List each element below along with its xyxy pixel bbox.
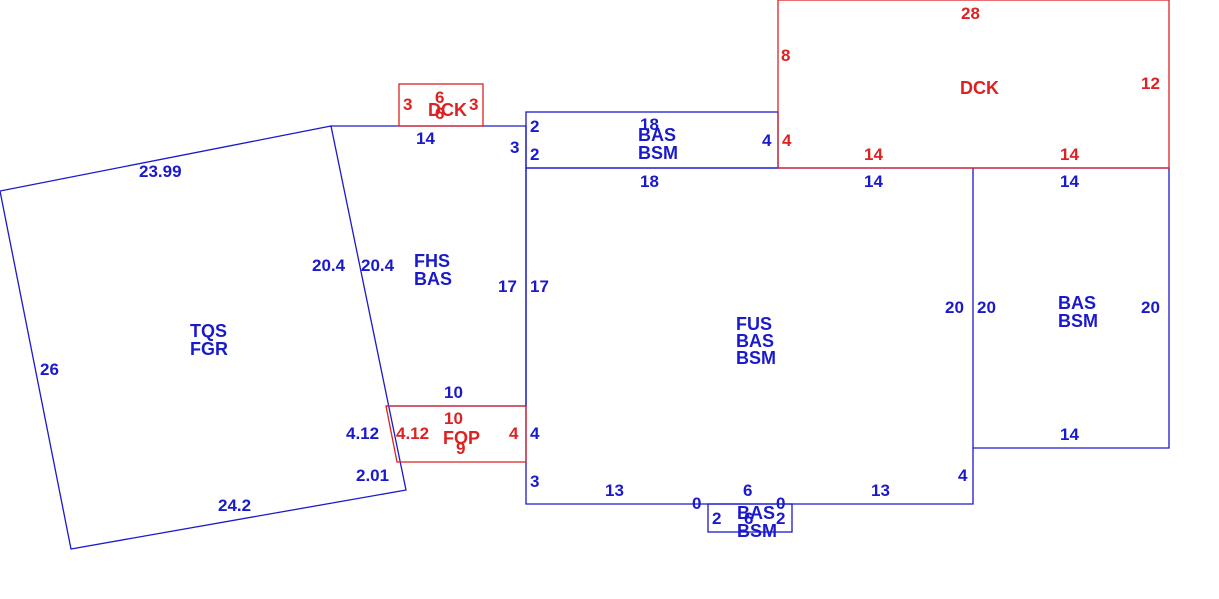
east-wing-dim-left: 20: [977, 298, 996, 317]
deck-large-dim-right: 12: [1141, 74, 1160, 93]
fhs-dim-top: 14: [416, 129, 435, 148]
east-wing-area-code-1: BAS: [1058, 293, 1096, 313]
east-wing-dim-bottom: 14: [1060, 425, 1079, 444]
deck-large-dim-top: 28: [961, 4, 980, 23]
main-dim-top: 18: [640, 172, 659, 191]
deck-large-dim-bottom-left: 14: [864, 145, 883, 164]
deck-small-outline: [398, 83, 484, 127]
bay-area-code-2: BSM: [737, 521, 777, 541]
porch-area-code: FOP: [443, 428, 480, 448]
north-strip-dim-top: 18: [640, 115, 659, 134]
fhs-dim-right: 17: [498, 277, 517, 296]
bay-outline: [707, 503, 793, 533]
deck-large-dim-left-low: 4: [782, 131, 792, 150]
main-dim-left-low-2: 3: [530, 472, 539, 491]
deck-large-dim-bottom-right: 14: [1060, 145, 1079, 164]
deck-large-dim-left: 8: [781, 46, 790, 65]
main-dim-bottom-mid: 6: [743, 481, 752, 500]
north-strip-area-code-1: BAS: [638, 125, 676, 145]
deck-large-outline: [777, 0, 1170, 169]
garage-outline: [0, 125, 407, 550]
bay-dim-bottom: 6: [744, 509, 753, 528]
north-strip-area-code-2: BSM: [638, 143, 678, 163]
main-dim-top-right: 14: [864, 172, 883, 191]
main-dim-left-low-1: 4: [530, 424, 540, 443]
garage-dim-top: 23.99: [139, 162, 182, 181]
porch-dim-bottom: 9: [456, 439, 465, 458]
bay-dim-right: 2: [776, 509, 785, 528]
porch-dim-left: 4.12: [396, 424, 429, 443]
deck-small-area-code: DCK: [428, 100, 467, 120]
garage-dim-right-low: 4.12: [346, 424, 379, 443]
fhs-dim-bottom: 10: [444, 383, 463, 402]
main-area-code-1: FUS: [736, 314, 772, 334]
main-dim-bottom-zero-2: 0: [776, 494, 785, 513]
main-dim-right-low: 4: [958, 466, 968, 485]
north-strip-dim-left-bottom: 2: [530, 145, 539, 164]
main-dim-bottom-left: 13: [605, 481, 624, 500]
porch-outline: [385, 405, 527, 463]
garage-dim-bottom: 24.2: [218, 496, 251, 515]
garage-dim-left: 26: [40, 360, 59, 379]
north-strip-dim-left-outer: 3: [510, 138, 519, 157]
east-wing-dim-top: 14: [1060, 172, 1079, 191]
fhs-area-code-1: FHS: [414, 251, 450, 271]
main-dim-bottom-zero-1: 0: [692, 494, 701, 513]
north-strip-dim-right: 4: [762, 131, 772, 150]
deck-small-dim-left: 3: [403, 95, 412, 114]
east-wing-area-code-2: BSM: [1058, 311, 1098, 331]
fhs-dim-left: 20.4: [361, 256, 395, 275]
deck-large-area-code: DCK: [960, 78, 999, 98]
north-strip-dim-left-top: 2: [530, 117, 539, 136]
garage-area-code-2: FGR: [190, 339, 228, 359]
porch-dim-right: 4: [509, 424, 519, 443]
bay-area-code-1: BAS: [737, 503, 775, 523]
main-dim-bottom-right: 13: [871, 481, 890, 500]
bay-dim-left: 2: [712, 509, 721, 528]
main-area-code-2: BAS: [736, 331, 774, 351]
main-area-code-3: BSM: [736, 348, 776, 368]
main-dim-right: 20: [945, 298, 964, 317]
east-wing-dim-right: 20: [1141, 298, 1160, 317]
porch-dim-top: 10: [444, 409, 463, 428]
main-dim-left: 17: [530, 277, 549, 296]
deck-small-dim-top: 6: [435, 88, 444, 107]
garage-dim-right: 20.4: [312, 256, 346, 275]
garage-dim-corner: 2.01: [356, 466, 389, 485]
garage-area-code-1: TQS: [190, 321, 227, 341]
deck-small-dim-right: 3: [469, 95, 478, 114]
fhs-area-code-2: BAS: [414, 269, 452, 289]
deck-small-dim-bottom: 6: [435, 104, 444, 123]
